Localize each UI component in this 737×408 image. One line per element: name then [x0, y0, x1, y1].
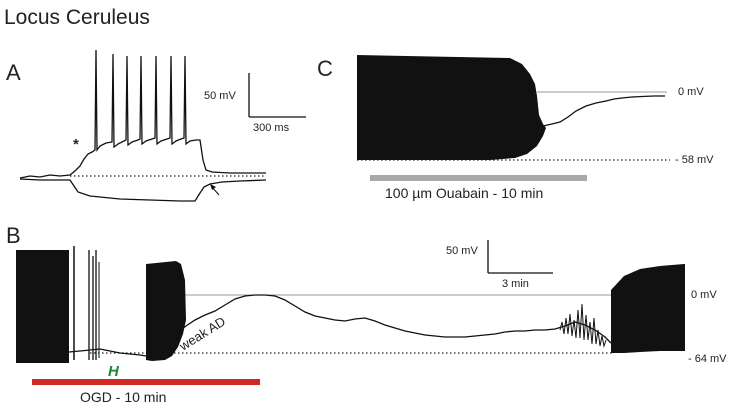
panel-c-zero-level-label: 0 mV: [678, 86, 704, 98]
panel-a-label: A: [6, 60, 21, 85]
panel-b-membrane-trace: [68, 294, 612, 357]
panel-a: A * 50 mV 300 ms: [6, 49, 306, 202]
panel-c: C 0 mV - 58 mV 100 µm Ouabain - 10 min: [317, 55, 714, 201]
panel-b: B 50 mV 3 min 0 mV - 64 mV weak AD H: [6, 223, 727, 405]
panel-a-hyperpolarizing-trace: [19, 178, 267, 202]
panel-b-rest-level-label: - 64 mV: [688, 353, 727, 365]
panel-b-spiking-block-initial: [16, 250, 69, 363]
panel-b-h-annotation: H: [108, 363, 120, 380]
panel-b-noisy-burst: [559, 303, 607, 348]
panel-b-scalebar-voltage-label: 50 mV: [446, 245, 478, 257]
panel-c-ouabain-treatment-bar: [370, 175, 587, 181]
panel-a-scalebar-time-label: 300 ms: [253, 122, 290, 134]
figure-title: Locus Ceruleus: [4, 6, 150, 29]
panel-c-spiking-block: [357, 55, 546, 160]
panel-b-ogd-treatment-bar: [32, 379, 260, 385]
panel-b-spiking-block-reoxygenation: [146, 261, 186, 361]
panel-a-depolarizing-trace: [19, 49, 266, 179]
panel-b-treatment-label: OGD - 10 min: [80, 389, 166, 405]
panel-a-scalebar-voltage-label: 50 mV: [204, 90, 236, 102]
panel-c-treatment-label: 100 µm Ouabain - 10 min: [385, 185, 543, 201]
panel-c-label: C: [317, 56, 333, 81]
panel-b-spiking-block-recovery: [611, 264, 685, 353]
panel-c-recovery-trace: [542, 95, 665, 127]
panel-b-label: B: [6, 223, 21, 248]
panel-b-zero-level-label: 0 mV: [691, 289, 717, 301]
panel-a-star-annotation: *: [73, 136, 79, 153]
panel-a-arrowhead-icon: [210, 184, 216, 190]
panel-c-rest-level-label: - 58 mV: [675, 154, 714, 166]
panel-b-scalebar-time-label: 3 min: [502, 278, 529, 290]
